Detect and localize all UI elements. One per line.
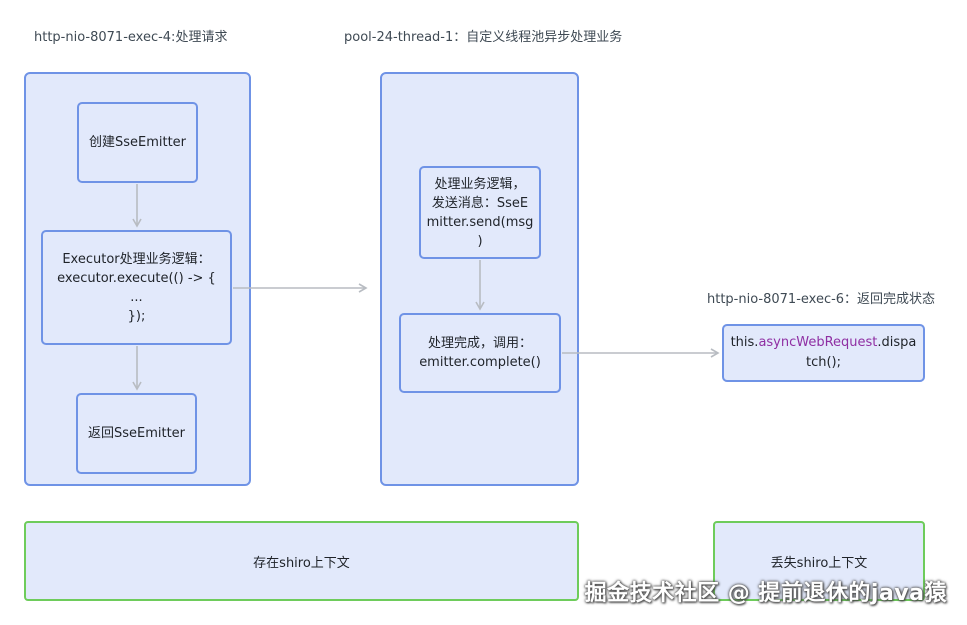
process-send-node: 处理业务逻辑， 发送消息：SseE mitter.send(msg ) — [419, 166, 541, 259]
dispatch-line2: tch(); — [805, 355, 841, 370]
process-complete-label: 处理完成，调用： emitter.complete() — [419, 336, 541, 370]
shiro-context-lost-label: 丢失shiro上下文 — [770, 555, 868, 571]
executor-logic-label: Executor处理业务逻辑： executor.execute(() -> {… — [57, 251, 216, 324]
create-emitter-node: 创建SseEmitter — [77, 102, 198, 183]
watermark: 掘金技术社区 @ 提前退休的java猿 — [584, 581, 947, 606]
dispatch-rest: .dispa — [877, 335, 917, 350]
dispatch-node: this.asyncWebRequest.dispa tch(); — [722, 324, 925, 382]
shiro-context-present-label: 存在shiro上下文 — [253, 555, 350, 571]
return-emitter-node: 返回SseEmitter — [76, 393, 197, 474]
shiro-context-present: 存在shiro上下文 — [24, 521, 579, 601]
dispatch-this: this. — [730, 335, 759, 350]
lane-async-thread — [380, 72, 579, 486]
dispatch-label: this.asyncWebRequest.dispa tch(); — [731, 333, 917, 373]
shiro-context-lost: 丢失shiro上下文 — [713, 521, 925, 601]
process-complete-node: 处理完成，调用： emitter.complete() — [399, 313, 561, 393]
return-emitter-label: 返回SseEmitter — [87, 426, 186, 441]
process-send-label: 处理业务逻辑， 发送消息：SseE mitter.send(msg ) — [426, 176, 534, 249]
lane-title-async-pool: pool-24-thread-1：自定义线程池异步处理业务 — [344, 30, 623, 45]
dispatch-field: asyncWebRequest — [758, 335, 878, 350]
executor-logic-node: Executor处理业务逻辑： executor.execute(() -> {… — [41, 230, 232, 345]
lane-title-complete: http-nio-8071-exec-6：返回完成状态 — [707, 292, 936, 307]
create-emitter-label: 创建SseEmitter — [88, 135, 187, 150]
lane-title-request: http-nio-8071-exec-4:处理请求 — [34, 30, 228, 45]
